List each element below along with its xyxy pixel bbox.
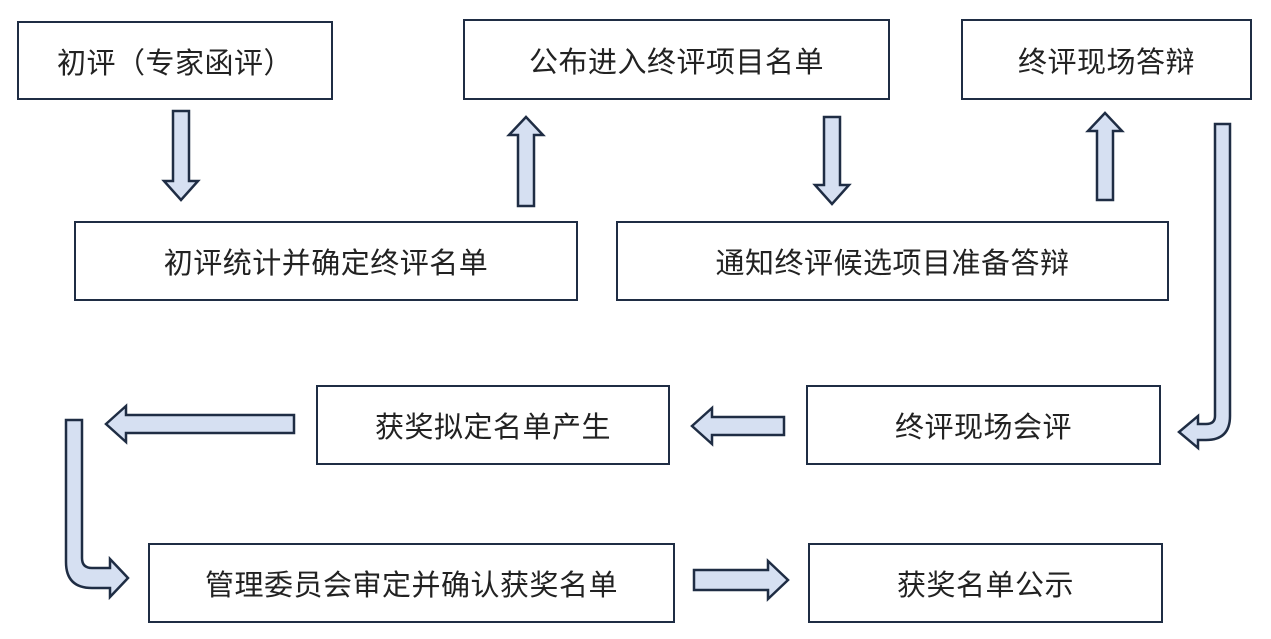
node-notify-candidates: 通知终评候选项目准备答辩: [616, 221, 1169, 301]
node-award-publicity: 获奖名单公示: [808, 543, 1163, 623]
arrow-down-n1-n4: [161, 109, 201, 202]
arrow-left-n7-n6: [690, 405, 786, 447]
arrow-up-n5-n3: [1085, 111, 1125, 202]
node-final-defense: 终评现场答辩: [961, 19, 1252, 100]
node-final-onsite-review: 终评现场会评: [806, 385, 1161, 465]
arrow-curve-side-n8: [64, 418, 130, 601]
arrow-up-n4-n2: [506, 115, 546, 208]
arrow-down-n2-n5: [812, 115, 852, 206]
node-initial-review: 初评（专家函评）: [17, 21, 333, 100]
node-confirm-final-list: 初评统计并确定终评名单: [74, 221, 578, 301]
arrow-curve-n3-n7: [1177, 122, 1232, 451]
node-committee-approval: 管理委员会审定并确认获奖名单: [148, 543, 675, 623]
arrow-left-n6-side: [104, 403, 296, 445]
arrow-right-n8-n9: [692, 558, 790, 602]
node-announce-final-list: 公布进入终评项目名单: [463, 19, 890, 100]
node-draft-award-list: 获奖拟定名单产生: [316, 385, 670, 465]
